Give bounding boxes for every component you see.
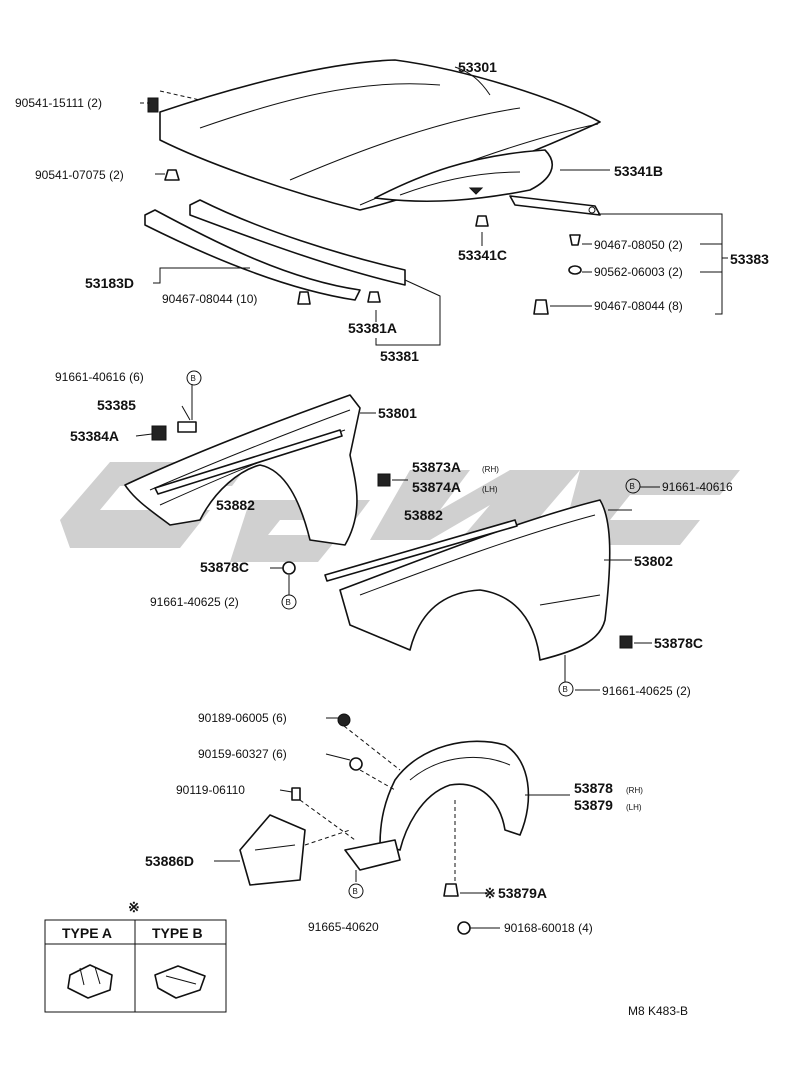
label-53873A: 53873A	[412, 459, 461, 475]
label-53802: 53802	[634, 553, 673, 569]
label-91661-40625-b: 91661-40625 (2)	[602, 684, 691, 698]
label-90168-60018: 90168-60018 (4)	[504, 921, 593, 935]
label-90119-06110: 90119-06110	[176, 783, 245, 797]
clip-53341C	[475, 215, 489, 227]
bolt-90189	[337, 713, 351, 727]
diagram-code: M8 K483-B	[628, 1004, 688, 1018]
nut-53878C-a	[282, 561, 296, 575]
label-91661-40616-6: 91661-40616 (6)	[55, 370, 144, 384]
label-53381: 53381	[380, 348, 419, 364]
label-53341C: 53341C	[458, 247, 507, 263]
label-90159-60327: 90159-60327 (6)	[198, 747, 287, 761]
bolt-90119	[291, 787, 301, 801]
hood-hinge[interactable]	[509, 195, 601, 216]
label-90467-08044-10: 90467-08044 (10)	[162, 292, 257, 306]
label-53878C-a: 53878C	[200, 559, 249, 575]
label-53801: 53801	[378, 405, 417, 421]
label-90541-15111: 90541-15111 (2)	[15, 96, 102, 110]
label-53879A: 53879A	[498, 885, 547, 901]
apron-strip[interactable]	[154, 429, 343, 495]
label-53385: 53385	[97, 397, 136, 413]
nut-53878C-b	[619, 635, 633, 649]
marker-b-2: B	[625, 478, 641, 494]
label-90189-06005: 90189-06005 (6)	[198, 711, 287, 725]
leader-lines	[135, 66, 728, 929]
clip-53879A	[443, 883, 459, 897]
label-53874A: 53874A	[412, 479, 461, 495]
clip-90467-08044-10	[297, 291, 311, 305]
label-91665-40620: 91665-40620	[308, 920, 379, 934]
label-90562-06003: 90562-06003 (2)	[594, 265, 683, 279]
splash-shield[interactable]	[239, 814, 306, 886]
marker-b-1: B	[186, 370, 202, 386]
fender-strip[interactable]	[324, 519, 518, 582]
label-53886D: 53886D	[145, 853, 194, 869]
svg-text:B: B	[563, 685, 568, 694]
label-53383: 53383	[730, 251, 769, 267]
clip-hood-cushion	[164, 169, 180, 181]
screw-90159	[349, 757, 363, 771]
hood-seal-front[interactable]	[144, 209, 361, 301]
label-91661-40625-a: 91661-40625 (2)	[150, 595, 239, 609]
fender-liner[interactable]	[379, 740, 530, 851]
screw-90168	[457, 921, 471, 935]
svg-text:B: B	[191, 374, 196, 383]
clip-hood-bumper	[147, 97, 159, 113]
marker-b-4: B	[558, 681, 574, 697]
label-90467-08044-8: 90467-08044 (8)	[594, 299, 683, 313]
svg-text:B: B	[286, 598, 291, 607]
clip-type-legend: ※ TYPE A TYPE B	[44, 899, 227, 1013]
label-53878: 53878	[574, 780, 613, 796]
nut-53873A	[377, 473, 391, 487]
label-90541-07075: 90541-07075 (2)	[35, 168, 124, 182]
label-53879A-asterisk: ※	[484, 885, 496, 901]
label-90467-08050: 90467-08050 (2)	[594, 238, 683, 252]
bolt-90467-08050	[569, 234, 581, 246]
bracket-53384A	[151, 425, 167, 441]
label-53301: 53301	[458, 59, 497, 75]
liner-front-piece[interactable]	[344, 839, 401, 871]
legend-type-a: TYPE A	[62, 925, 112, 941]
marker-b-5: B	[348, 883, 364, 899]
clip-53381A	[367, 291, 381, 303]
label-53878-suffix: (RH)	[626, 786, 643, 795]
marker-b-3: B	[281, 594, 297, 610]
label-53879: 53879	[574, 797, 613, 813]
label-53882-a: 53882	[216, 497, 255, 513]
label-53183D: 53183D	[85, 275, 134, 291]
label-53878C-b: 53878C	[654, 635, 703, 651]
svg-text:B: B	[353, 887, 358, 896]
type-a-clip-illustration	[67, 964, 113, 999]
label-53341B: 53341B	[614, 163, 663, 179]
label-91661-40616: 91661-40616	[662, 480, 733, 494]
label-53384A: 53384A	[70, 428, 119, 444]
type-b-clip-illustration	[154, 965, 206, 999]
svg-text:B: B	[630, 482, 635, 491]
hood-insulator[interactable]	[374, 149, 553, 203]
legend-type-b: TYPE B	[152, 925, 203, 941]
hood-seal-rear[interactable]	[189, 199, 406, 286]
clip-90467-08044-8	[533, 299, 549, 315]
label-53882-b: 53882	[404, 507, 443, 523]
washer-90562	[568, 265, 582, 275]
label-53381A: 53381A	[348, 320, 397, 336]
label-53879-suffix: (LH)	[626, 803, 642, 812]
label-53874A-suffix: (LH)	[482, 485, 498, 494]
label-53873A-suffix: (RH)	[482, 465, 499, 474]
bracket-53385	[177, 421, 197, 433]
legend-asterisk: ※	[128, 899, 140, 915]
